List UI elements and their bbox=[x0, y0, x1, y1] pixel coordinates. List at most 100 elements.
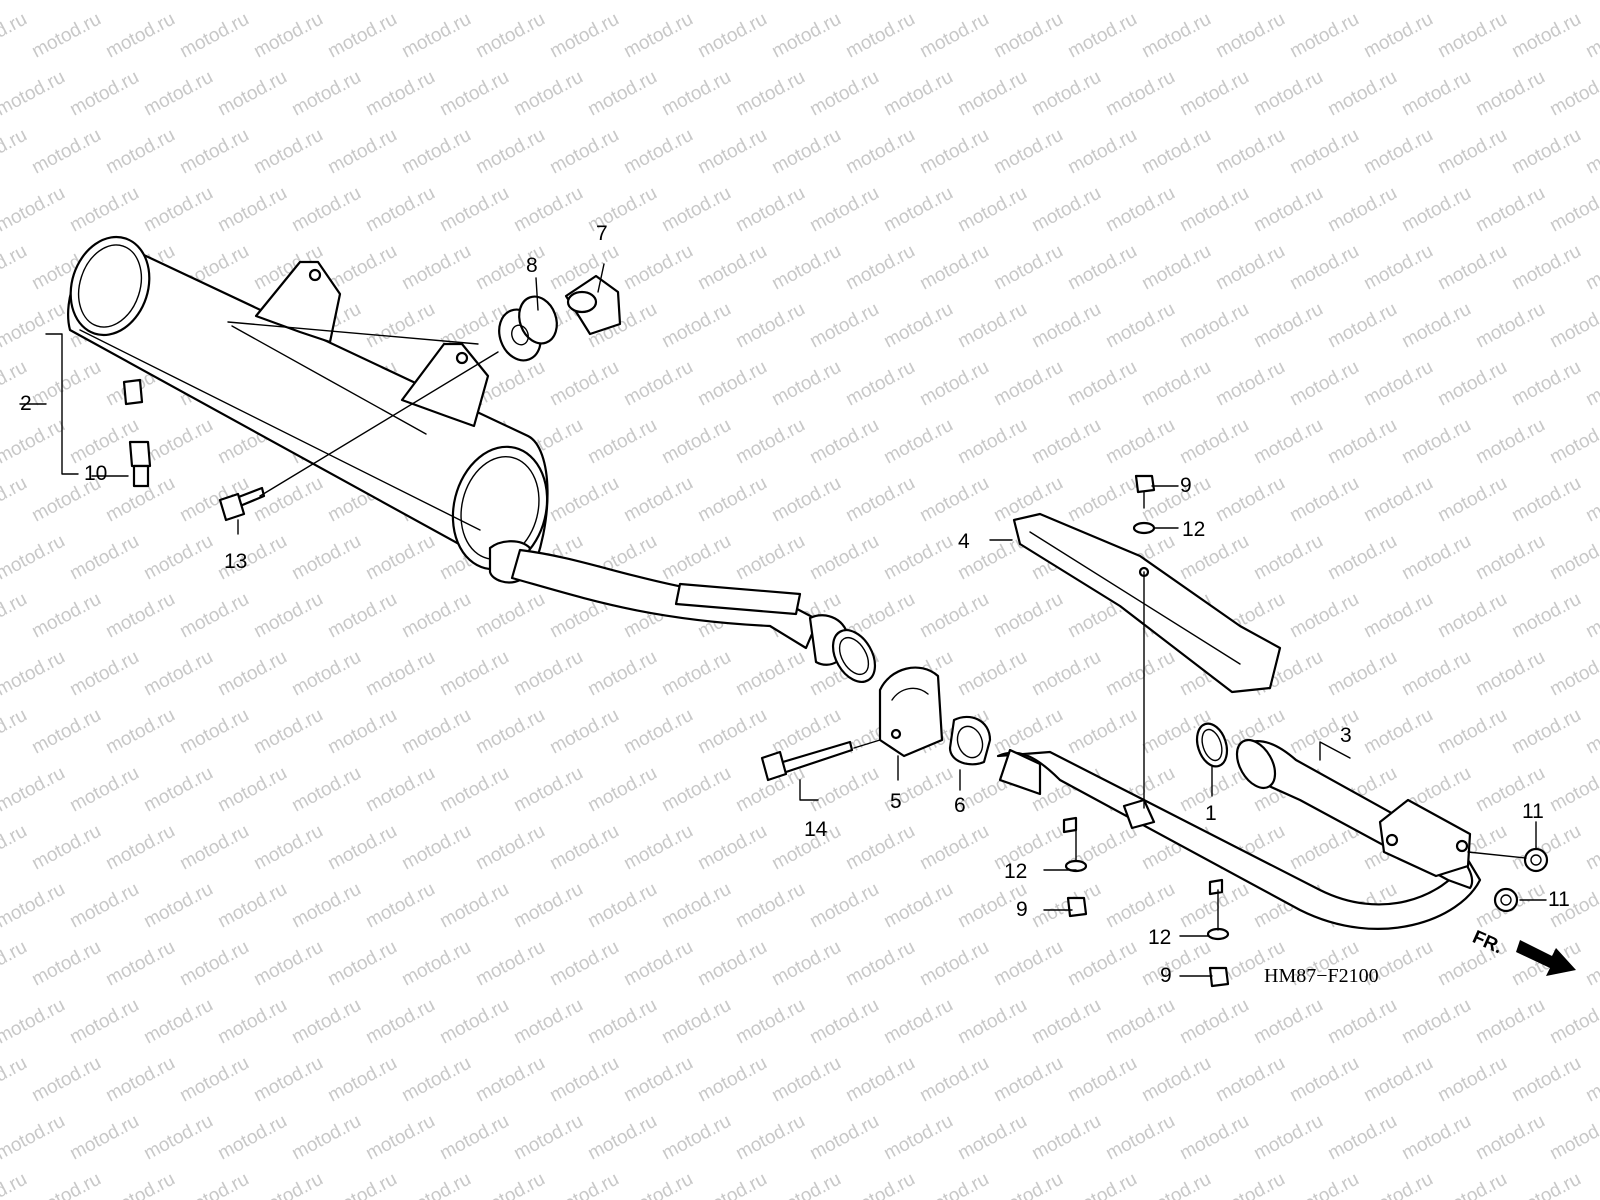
watermark-text: motod.ru bbox=[362, 299, 438, 353]
watermark-text: motod.ru bbox=[1434, 1169, 1510, 1200]
watermark-text: motod.ru bbox=[954, 995, 1030, 1049]
watermark-text: motod.ru bbox=[28, 705, 104, 759]
watermark-text: motod.ru bbox=[694, 1053, 770, 1107]
watermark-text: motod.ru bbox=[546, 937, 622, 991]
watermark-text: motod.ru bbox=[176, 1169, 252, 1200]
callout-12-mid: 12 bbox=[1004, 860, 1027, 883]
watermark-text: motod.ru bbox=[66, 879, 142, 933]
watermark-text: motod.ru bbox=[1212, 357, 1288, 411]
watermark-text: motod.ru bbox=[1398, 67, 1474, 121]
watermark-text: motod.ru bbox=[1102, 67, 1178, 121]
bolt-part-9-low bbox=[1208, 966, 1230, 988]
watermark-text: motod.ru bbox=[28, 1053, 104, 1107]
watermark-text: motod.ru bbox=[546, 1169, 622, 1200]
watermark-text: motod.ru bbox=[954, 183, 1030, 237]
watermark-text: motod.ru bbox=[1472, 415, 1548, 469]
watermark-text: motod.ru bbox=[1472, 1111, 1548, 1165]
watermark-text: motod.ru bbox=[694, 241, 770, 295]
watermark-text: motod.ru bbox=[1582, 9, 1600, 63]
watermark-text: motod.ru bbox=[66, 763, 142, 817]
watermark-text: motod.ru bbox=[1360, 241, 1436, 295]
watermark-text: motod.ru bbox=[1138, 1169, 1214, 1200]
watermark-text: motod.ru bbox=[398, 1053, 474, 1107]
watermark-text: motod.ru bbox=[250, 125, 326, 179]
watermark-text: motod.ru bbox=[880, 67, 956, 121]
watermark-text: motod.ru bbox=[436, 763, 512, 817]
watermark-text: motod.ru bbox=[1102, 1111, 1178, 1165]
callout-3: 3 bbox=[1340, 724, 1352, 747]
watermark-text: motod.ru bbox=[806, 183, 882, 237]
watermark-text: motod.ru bbox=[28, 821, 104, 875]
watermark-text: motod.ru bbox=[250, 1169, 326, 1200]
watermark-text: motod.ru bbox=[546, 705, 622, 759]
watermark-text: motod.ru bbox=[1102, 183, 1178, 237]
watermark-text: motod.ru bbox=[1398, 0, 1474, 4]
callout-9-low: 9 bbox=[1160, 964, 1172, 987]
watermark-text: motod.ru bbox=[0, 415, 69, 469]
watermark-text: motod.ru bbox=[66, 0, 142, 4]
callout-1: 1 bbox=[1205, 802, 1217, 825]
watermark-text: motod.ru bbox=[324, 9, 400, 63]
watermark-text: motod.ru bbox=[546, 1053, 622, 1107]
watermark-text: motod.ru bbox=[0, 879, 69, 933]
watermark-text: motod.ru bbox=[732, 995, 808, 1049]
watermark-text: motod.ru bbox=[546, 125, 622, 179]
watermark-text: motod.ru bbox=[658, 879, 734, 933]
watermark-text: motod.ru bbox=[1250, 299, 1326, 353]
watermark-text: motod.ru bbox=[288, 995, 364, 1049]
callout-7: 7 bbox=[596, 222, 608, 245]
watermark-text: motod.ru bbox=[1286, 9, 1362, 63]
watermark-text: motod.ru bbox=[0, 9, 31, 63]
watermark-text: motod.ru bbox=[1064, 241, 1140, 295]
watermark-text: motod.ru bbox=[66, 67, 142, 121]
leader-lines bbox=[19, 263, 1547, 977]
collar-part-7 bbox=[564, 274, 622, 336]
watermark-text: motod.ru bbox=[0, 473, 31, 527]
watermark-text: motod.ru bbox=[658, 67, 734, 121]
watermark-text: motod.ru bbox=[66, 183, 142, 237]
callout-10: 10 bbox=[84, 462, 107, 485]
watermark-text: motod.ru bbox=[1286, 125, 1362, 179]
watermark-text: motod.ru bbox=[28, 125, 104, 179]
exhaust-pipe-part-3 bbox=[996, 739, 1482, 930]
watermark-text: motod.ru bbox=[1472, 647, 1548, 701]
watermark-text: motod.ru bbox=[732, 1111, 808, 1165]
watermark-text: motod.ru bbox=[1064, 937, 1140, 991]
watermark-text: motod.ru bbox=[1546, 0, 1600, 4]
watermark-text: motod.ru bbox=[324, 589, 400, 643]
watermark-text: motod.ru bbox=[472, 1169, 548, 1200]
figure-code: HM87−F2100 bbox=[1264, 965, 1379, 987]
watermark-text: motod.ru bbox=[694, 705, 770, 759]
watermark-text: motod.ru bbox=[1398, 299, 1474, 353]
watermark-text: motod.ru bbox=[806, 531, 882, 585]
watermark-text: motod.ru bbox=[768, 357, 844, 411]
watermark-text: motod.ru bbox=[1582, 1053, 1600, 1107]
watermark-text: motod.ru bbox=[510, 763, 586, 817]
watermark-text: motod.ru bbox=[1324, 531, 1400, 585]
watermark-text: motod.ru bbox=[28, 357, 104, 411]
watermark-text: motod.ru bbox=[1102, 415, 1178, 469]
watermark-text: motod.ru bbox=[1286, 1169, 1362, 1200]
watermark-text: motod.ru bbox=[140, 995, 216, 1049]
watermark-text: motod.ru bbox=[1028, 299, 1104, 353]
watermark-text: motod.ru bbox=[1508, 9, 1584, 63]
watermark-text: motod.ru bbox=[1064, 473, 1140, 527]
watermark-text: motod.ru bbox=[806, 995, 882, 1049]
watermark-text: motod.ru bbox=[916, 1053, 992, 1107]
watermark-text: motod.ru bbox=[510, 1111, 586, 1165]
watermark-text: motod.ru bbox=[472, 1053, 548, 1107]
watermark-text: motod.ru bbox=[1102, 647, 1178, 701]
watermark-text: motod.ru bbox=[28, 937, 104, 991]
watermark-text: motod.ru bbox=[620, 9, 696, 63]
watermark-text: motod.ru bbox=[1028, 995, 1104, 1049]
watermark-text: motod.ru bbox=[732, 67, 808, 121]
watermark-text: motod.ru bbox=[1250, 67, 1326, 121]
watermark-text: motod.ru bbox=[1360, 473, 1436, 527]
watermark-text: motod.ru bbox=[102, 821, 178, 875]
watermark-text: motod.ru bbox=[916, 125, 992, 179]
callout-13: 13 bbox=[224, 550, 247, 573]
watermark-text: motod.ru bbox=[102, 705, 178, 759]
watermark-text: motod.ru bbox=[510, 995, 586, 1049]
callout-9-mid: 9 bbox=[1016, 898, 1028, 921]
